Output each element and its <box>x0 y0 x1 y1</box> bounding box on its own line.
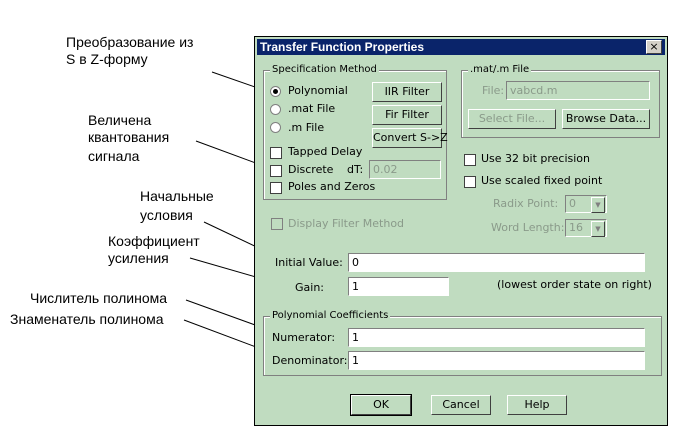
denominator-label: Denominator: <box>272 354 348 367</box>
browse-data-button[interactable]: Browse Data... <box>562 109 650 129</box>
mat-file-group: .mat/.m File File: vabcd.m Select File..… <box>461 64 660 138</box>
ok-button[interactable]: OK <box>350 394 412 416</box>
cancel-button[interactable]: Cancel <box>431 395 491 415</box>
annotation-quantization-line3: сигнала <box>88 148 140 164</box>
display-filter-label: Display Filter Method <box>288 217 405 230</box>
use-scaled-checkbox[interactable] <box>464 176 476 188</box>
radix-point-label: Radix Point: <box>493 197 559 210</box>
radix-point-value: 0 <box>569 197 576 210</box>
m-file-label: .m File <box>288 121 325 134</box>
annotation-z-transform-line1: Преобразование из <box>66 34 194 50</box>
transfer-function-dialog: Transfer Function Properties × Specifica… <box>254 36 668 426</box>
gain-label: Gain: <box>295 281 324 294</box>
mat-file-label: .mat File <box>288 102 336 115</box>
initial-value-input[interactable]: 0 <box>348 253 645 272</box>
convert-s-to-z-button[interactable]: Convert S->Z <box>372 128 448 148</box>
specification-method-legend: Specification Method <box>270 64 379 75</box>
help-button[interactable]: Help <box>507 395 567 415</box>
annotation-numerator: Числитель полинома <box>30 290 168 306</box>
annotation-quantization-line2: квантования <box>88 129 170 145</box>
iir-filter-button[interactable]: IIR Filter <box>372 82 442 102</box>
annotation-initial-line1: Начальные <box>140 188 214 204</box>
word-length-select[interactable]: 16 ▼ <box>565 219 607 237</box>
annotation-gain-line2: усиления <box>108 250 169 266</box>
poles-zeros-checkbox[interactable] <box>270 182 282 194</box>
tapped-delay-checkbox[interactable] <box>270 147 282 159</box>
discrete-label: Discrete <box>288 163 334 176</box>
display-filter-checkbox[interactable] <box>271 218 283 230</box>
specification-method-group: Specification Method Polynomial .mat Fil… <box>263 64 448 200</box>
use-32bit-checkbox[interactable] <box>464 154 476 166</box>
tapped-delay-label: Tapped Delay <box>288 145 363 158</box>
annotation-denominator: Знаменатель полинома <box>10 311 164 327</box>
fir-filter-button[interactable]: Fir Filter <box>372 105 442 125</box>
initial-value-label: Initial Value: <box>275 256 343 269</box>
gain-note: (lowest order state on right) <box>497 278 652 291</box>
discrete-checkbox[interactable] <box>270 165 282 177</box>
word-length-value: 16 <box>569 221 583 234</box>
annotation-initial-line2: условия <box>140 207 193 223</box>
dt-label: dT: <box>347 163 364 176</box>
select-file-button[interactable]: Select File... <box>468 109 556 129</box>
use-32bit-label: Use 32 bit precision <box>481 152 591 165</box>
use-scaled-label: Use scaled fixed point <box>481 174 603 187</box>
chevron-down-icon: ▼ <box>591 221 605 237</box>
annotation-gain-line1: Коэффициент <box>108 233 200 249</box>
polynomial-coefficients-group: Polynomial Coefficients Numerator: 1 Den… <box>263 310 662 376</box>
polynomial-radio[interactable] <box>270 86 281 97</box>
numerator-label: Numerator: <box>272 331 336 344</box>
file-input[interactable]: vabcd.m <box>506 81 650 100</box>
m-file-radio[interactable] <box>270 122 281 133</box>
poles-zeros-label: Poles and Zeros <box>288 180 376 193</box>
dialog-title: Transfer Function Properties <box>260 40 425 54</box>
word-length-label: Word Length: <box>491 221 565 234</box>
chevron-down-icon: ▼ <box>591 197 605 213</box>
dt-input[interactable]: 0.02 <box>369 160 441 179</box>
polynomial-label: Polynomial <box>288 84 348 97</box>
polynomial-coefficients-legend: Polynomial Coefficients <box>270 310 391 321</box>
radix-point-select[interactable]: 0 ▼ <box>565 195 607 213</box>
denominator-input[interactable]: 1 <box>348 351 645 370</box>
mat-file-radio[interactable] <box>270 104 281 115</box>
mat-file-legend: .mat/.m File <box>468 64 532 75</box>
gain-input[interactable]: 1 <box>348 277 449 296</box>
numerator-input[interactable]: 1 <box>348 328 645 347</box>
close-icon[interactable]: × <box>646 40 662 54</box>
file-label: File: <box>482 84 505 97</box>
dialog-titlebar[interactable]: Transfer Function Properties × <box>257 39 665 55</box>
annotation-z-transform-line2: S в Z-форму <box>66 51 148 67</box>
annotation-quantization-line1: Величена <box>88 112 152 128</box>
